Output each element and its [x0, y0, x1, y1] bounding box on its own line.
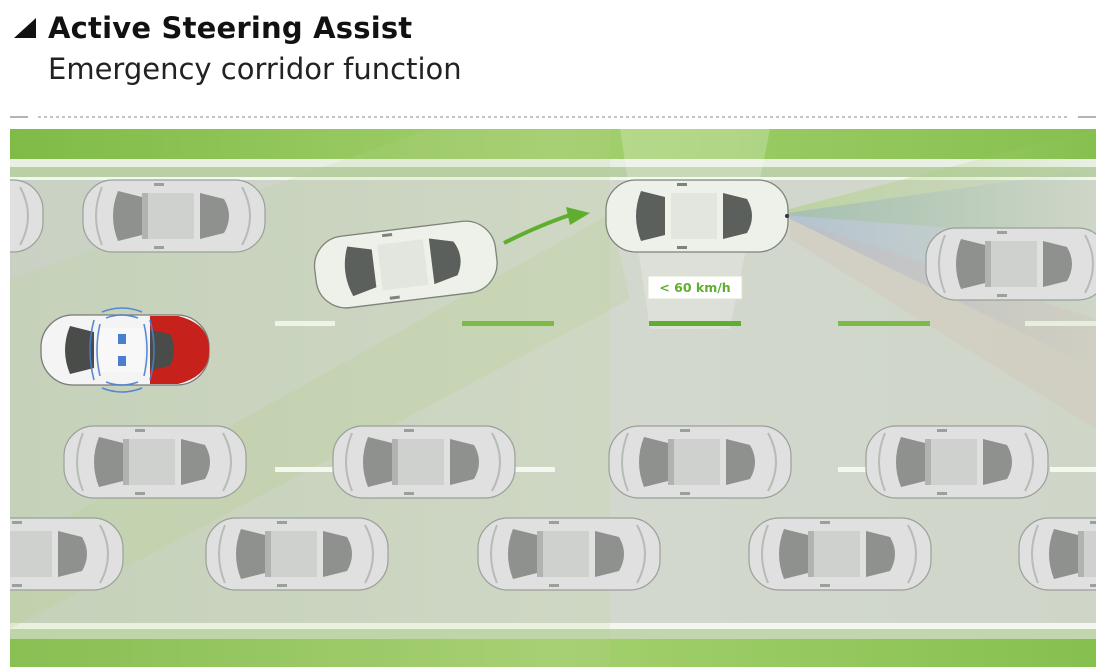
title-row: Active Steering Assist [12, 8, 412, 48]
car-leading [605, 179, 789, 253]
lane-change-arrow [503, 213, 571, 245]
triangle-marker-icon [14, 18, 36, 38]
grass-bottom [10, 639, 1096, 667]
car-lane4-3 [477, 517, 661, 591]
highway-scene: < 60 km/h [10, 129, 1096, 667]
header: Active Steering Assist Emergency corrido… [0, 0, 1108, 118]
car-lane1-3 [925, 227, 1096, 301]
car-lane4-1 [10, 517, 124, 591]
car-lane3-1 [63, 425, 247, 499]
page-title: Active Steering Assist [48, 11, 413, 45]
car-lane4-5 [1018, 517, 1096, 591]
highway-illustration: < 60 km/h [10, 129, 1096, 667]
speed-label: < 60 km/h [659, 280, 730, 295]
radar-waves-icon [89, 307, 155, 393]
car-lane3-4 [865, 425, 1049, 499]
lane-markings [275, 321, 1096, 472]
car-lane1-2 [82, 179, 266, 253]
grass-top [10, 129, 1096, 159]
car-lane3-3 [608, 425, 792, 499]
page-subtitle: Emergency corridor function [48, 52, 462, 86]
arrow-head-icon [566, 207, 590, 225]
header-divider [10, 116, 1096, 118]
car-lane3-2 [332, 425, 516, 499]
car-lane4-2 [205, 517, 389, 591]
speed-label-box: < 60 km/h [647, 275, 743, 300]
ego-car [40, 307, 210, 393]
car-lane4-4 [748, 517, 932, 591]
